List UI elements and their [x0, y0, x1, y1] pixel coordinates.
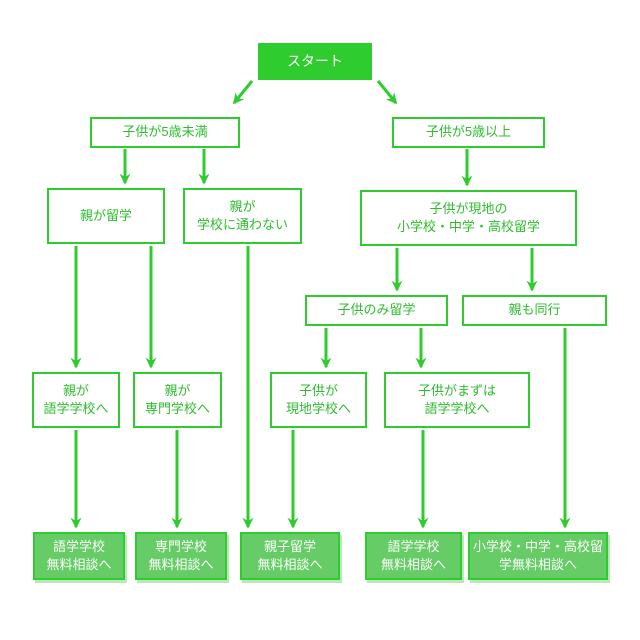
node-start: スタート	[258, 43, 372, 80]
node-child-local-school: 子供が 現地学校へ	[270, 372, 367, 428]
node-parent-accompanies: 親も同行	[462, 295, 607, 326]
node-parent-studies-abroad: 親が留学	[47, 188, 165, 244]
node-child-local-k12-study: 子供が現地の 小学校・中学・高校留学	[360, 190, 577, 246]
node-child-5-or-older: 子供が5歳以上	[392, 117, 545, 148]
result-vocational-school-consult[interactable]: 専門学校 無料相談へ	[135, 532, 227, 580]
arrow-start-to-over5	[376, 80, 398, 105]
node-parent-no-school: 親が 学校に通わない	[183, 188, 302, 244]
result-language-school-consult-left[interactable]: 語学学校 無料相談へ	[33, 532, 125, 580]
node-child-only-study: 子供のみ留学	[305, 295, 448, 326]
node-parent-vocational-school: 親が 専門学校へ	[133, 372, 222, 428]
node-child-language-first: 子供がまずは 語学学校へ	[384, 372, 530, 428]
result-k12-study-consult[interactable]: 小学校・中学・高校留学無料相談へ	[468, 532, 608, 580]
node-parent-language-school: 親が 語学学校へ	[32, 372, 120, 428]
arrow-start-to-under5	[232, 80, 254, 105]
result-parent-child-consult[interactable]: 親子留学 無料相談へ	[240, 532, 340, 580]
result-language-school-consult-right[interactable]: 語学学校 無料相談へ	[365, 532, 462, 580]
node-child-under-5: 子供が5歳未満	[90, 117, 240, 148]
